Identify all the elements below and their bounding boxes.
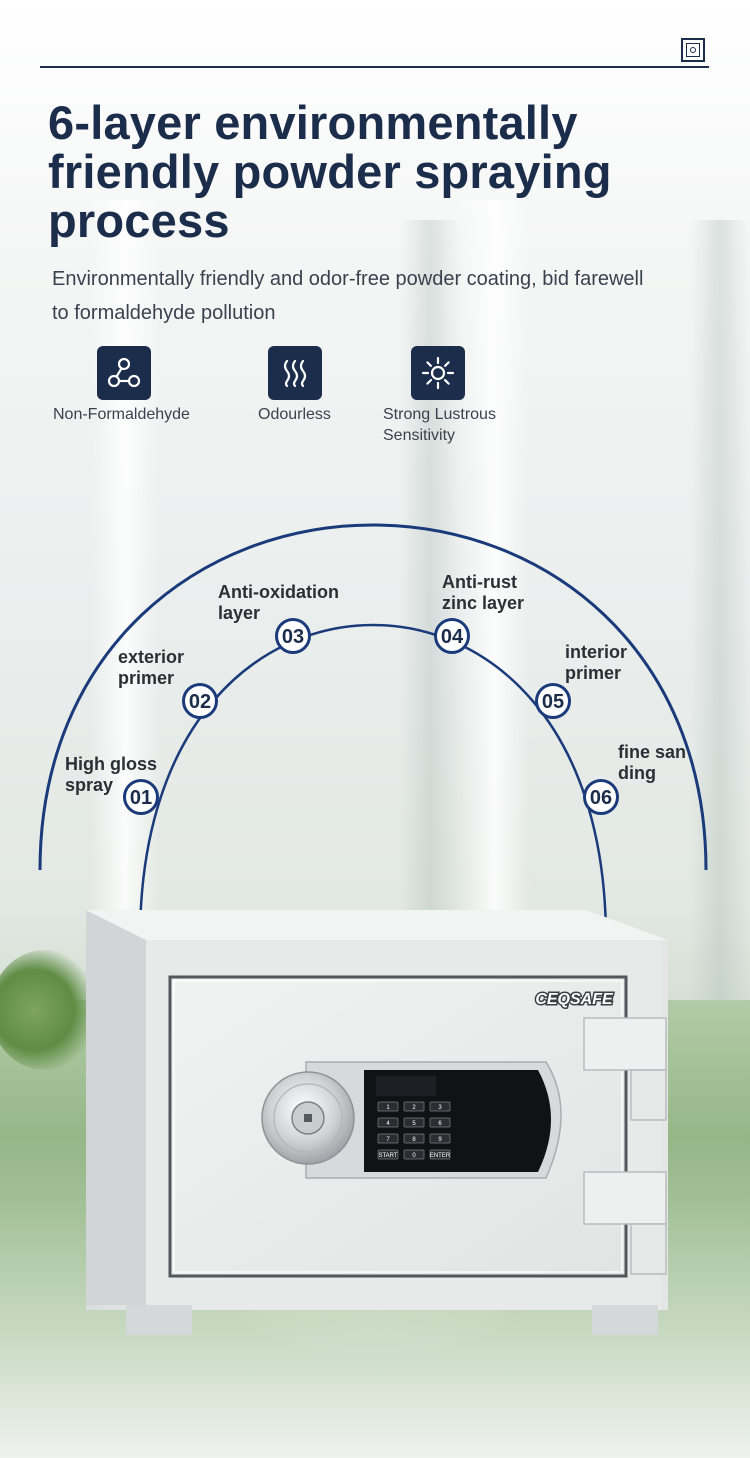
step-label-03: Anti-oxidation layer — [218, 582, 339, 623]
molecule-icon — [97, 346, 151, 400]
step-marker-03: 03 — [275, 618, 311, 654]
step-marker-01: 01 — [123, 779, 159, 815]
keypad-key: 2 — [412, 1105, 416, 1111]
brand-logo: CEQSAFE — [535, 991, 614, 1008]
step-label-01: High gloss spray — [65, 754, 158, 795]
step-marker-02: 02 — [182, 683, 218, 719]
keypad-key: START — [378, 1153, 397, 1159]
keypad-key: 4 — [386, 1121, 390, 1127]
plant-decoration — [0, 950, 100, 1070]
step-number: 01 — [130, 787, 152, 809]
keypad-key: 5 — [412, 1121, 416, 1127]
step-number: 05 — [542, 691, 564, 713]
keypad-key: 3 — [438, 1105, 442, 1111]
steam-icon — [268, 346, 322, 400]
feature-non-formaldehyde: Non-Formaldehyde — [53, 346, 190, 423]
feature-label: Strong Lustrous Sensitivity — [383, 406, 496, 444]
keypad-key: ENTER — [430, 1153, 451, 1159]
step-label-02: exterior primer — [118, 647, 185, 688]
keypad: 1 2 3 4 5 6 7 8 9 START 0 ENTER — [377, 1101, 451, 1160]
step-marker-05: 05 — [535, 683, 571, 719]
safe-product-image: CEQSAFE 1 2 3 4 5 6 7 8 9 START 0 ENTER — [86, 910, 668, 1335]
keypad-key: 6 — [438, 1121, 442, 1127]
keypad-key: 0 — [412, 1153, 416, 1159]
step-number: 06 — [590, 787, 612, 809]
step-marker-06: 06 — [583, 779, 619, 815]
page-subtitle: Environmentally friendly and odor-free p… — [52, 268, 644, 324]
step-number: 04 — [441, 626, 464, 648]
header-rule — [40, 66, 709, 68]
step-marker-04: 04 — [434, 618, 470, 654]
sparkle-icon — [411, 346, 465, 400]
page-title: 6-layer environmentally friendly powder … — [48, 96, 612, 247]
feature-lustrous: Strong Lustrous Sensitivity — [383, 346, 496, 444]
step-number: 02 — [189, 691, 211, 713]
keypad-key: 7 — [386, 1137, 390, 1143]
inner-arc — [138, 623, 608, 941]
step-label-06: fine san ding — [618, 742, 687, 783]
feature-odourless: Odourless — [258, 346, 331, 423]
step-label-05: interior primer — [565, 642, 628, 683]
background-column — [460, 200, 530, 1020]
outer-arc — [38, 523, 708, 871]
step-number: 03 — [282, 626, 304, 648]
feature-label: Non-Formaldehyde — [53, 406, 190, 423]
safe-icon — [681, 38, 705, 62]
background-column-shade — [690, 220, 750, 1000]
keypad-key: 8 — [412, 1137, 416, 1143]
keypad-key: 1 — [386, 1105, 390, 1111]
keypad-key: 9 — [438, 1137, 442, 1143]
step-label-04: Anti-rust zinc layer — [442, 572, 525, 613]
feature-label: Odourless — [258, 406, 331, 423]
